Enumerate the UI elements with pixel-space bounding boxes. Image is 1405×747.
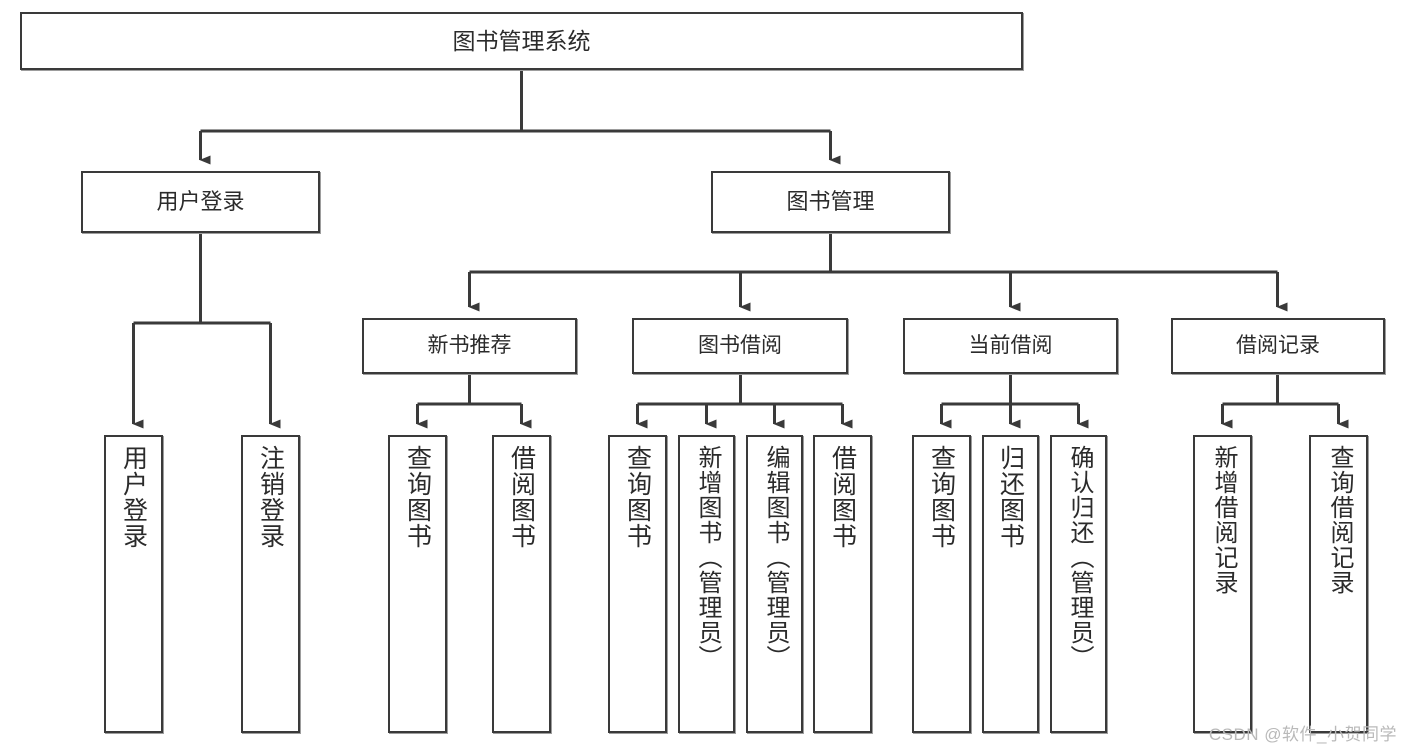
node-leaf-query-borrow-record[interactable]: 查询借阅记录	[1309, 435, 1368, 733]
node-current-borrow[interactable]: 当前借阅	[903, 318, 1118, 374]
node-leaf-user-login-label: 用户登录	[119, 445, 148, 549]
node-leaf-edit-book-admin-label: 编辑图书（管理员）	[761, 445, 789, 670]
node-book-borrow[interactable]: 图书借阅	[632, 318, 848, 374]
node-leaf-borrow-book-recommend[interactable]: 借阅图书	[492, 435, 551, 733]
node-leaf-add-borrow-record-label: 新增借阅记录	[1209, 445, 1237, 595]
node-leaf-confirm-return-admin-label: 确认归还（管理员）	[1065, 445, 1093, 670]
node-leaf-query-book-recommend-label: 查询图书	[403, 445, 432, 549]
node-leaf-confirm-return-admin[interactable]: 确认归还（管理员）	[1050, 435, 1107, 733]
node-root-label: 图书管理系统	[452, 27, 591, 54]
node-new-book-recommend[interactable]: 新书推荐	[362, 318, 577, 374]
node-book-borrow-label: 图书借阅	[698, 333, 782, 357]
node-leaf-borrow-book-recommend-label: 借阅图书	[507, 445, 536, 549]
node-leaf-edit-book-admin[interactable]: 编辑图书（管理员）	[746, 435, 803, 733]
node-user-login[interactable]: 用户登录	[81, 171, 320, 233]
node-borrow-record-label: 借阅记录	[1236, 333, 1320, 357]
node-root-book-management-system[interactable]: 图书管理系统	[20, 12, 1023, 70]
node-book-management[interactable]: 图书管理	[711, 171, 950, 233]
node-leaf-add-borrow-record[interactable]: 新增借阅记录	[1193, 435, 1252, 733]
node-leaf-return-book-label: 归还图书	[996, 445, 1025, 549]
node-leaf-logout-label: 注销登录	[256, 445, 285, 549]
node-leaf-add-book-admin-label: 新增图书（管理员）	[693, 445, 721, 670]
node-user-login-label: 用户登录	[156, 189, 245, 215]
node-leaf-return-book[interactable]: 归还图书	[982, 435, 1039, 733]
node-current-borrow-label: 当前借阅	[968, 333, 1053, 357]
node-leaf-query-book-borrow[interactable]: 查询图书	[608, 435, 667, 733]
node-leaf-query-book-recommend[interactable]: 查询图书	[388, 435, 447, 733]
node-leaf-user-login[interactable]: 用户登录	[104, 435, 163, 733]
node-new-book-recommend-label: 新书推荐	[427, 333, 512, 357]
node-leaf-logout[interactable]: 注销登录	[241, 435, 300, 733]
node-book-management-label: 图书管理	[786, 189, 875, 215]
node-leaf-query-book-current[interactable]: 查询图书	[912, 435, 971, 733]
node-leaf-borrow-book-label: 借阅图书	[828, 445, 857, 549]
node-leaf-query-book-current-label: 查询图书	[927, 445, 956, 549]
node-leaf-query-book-borrow-label: 查询图书	[623, 445, 652, 549]
node-leaf-query-borrow-record-label: 查询借阅记录	[1325, 445, 1353, 595]
watermark-text: CSDN @软件_小贺同学	[1208, 725, 1397, 744]
node-borrow-record[interactable]: 借阅记录	[1171, 318, 1385, 374]
node-leaf-add-book-admin[interactable]: 新增图书（管理员）	[678, 435, 735, 733]
node-leaf-borrow-book[interactable]: 借阅图书	[813, 435, 872, 733]
